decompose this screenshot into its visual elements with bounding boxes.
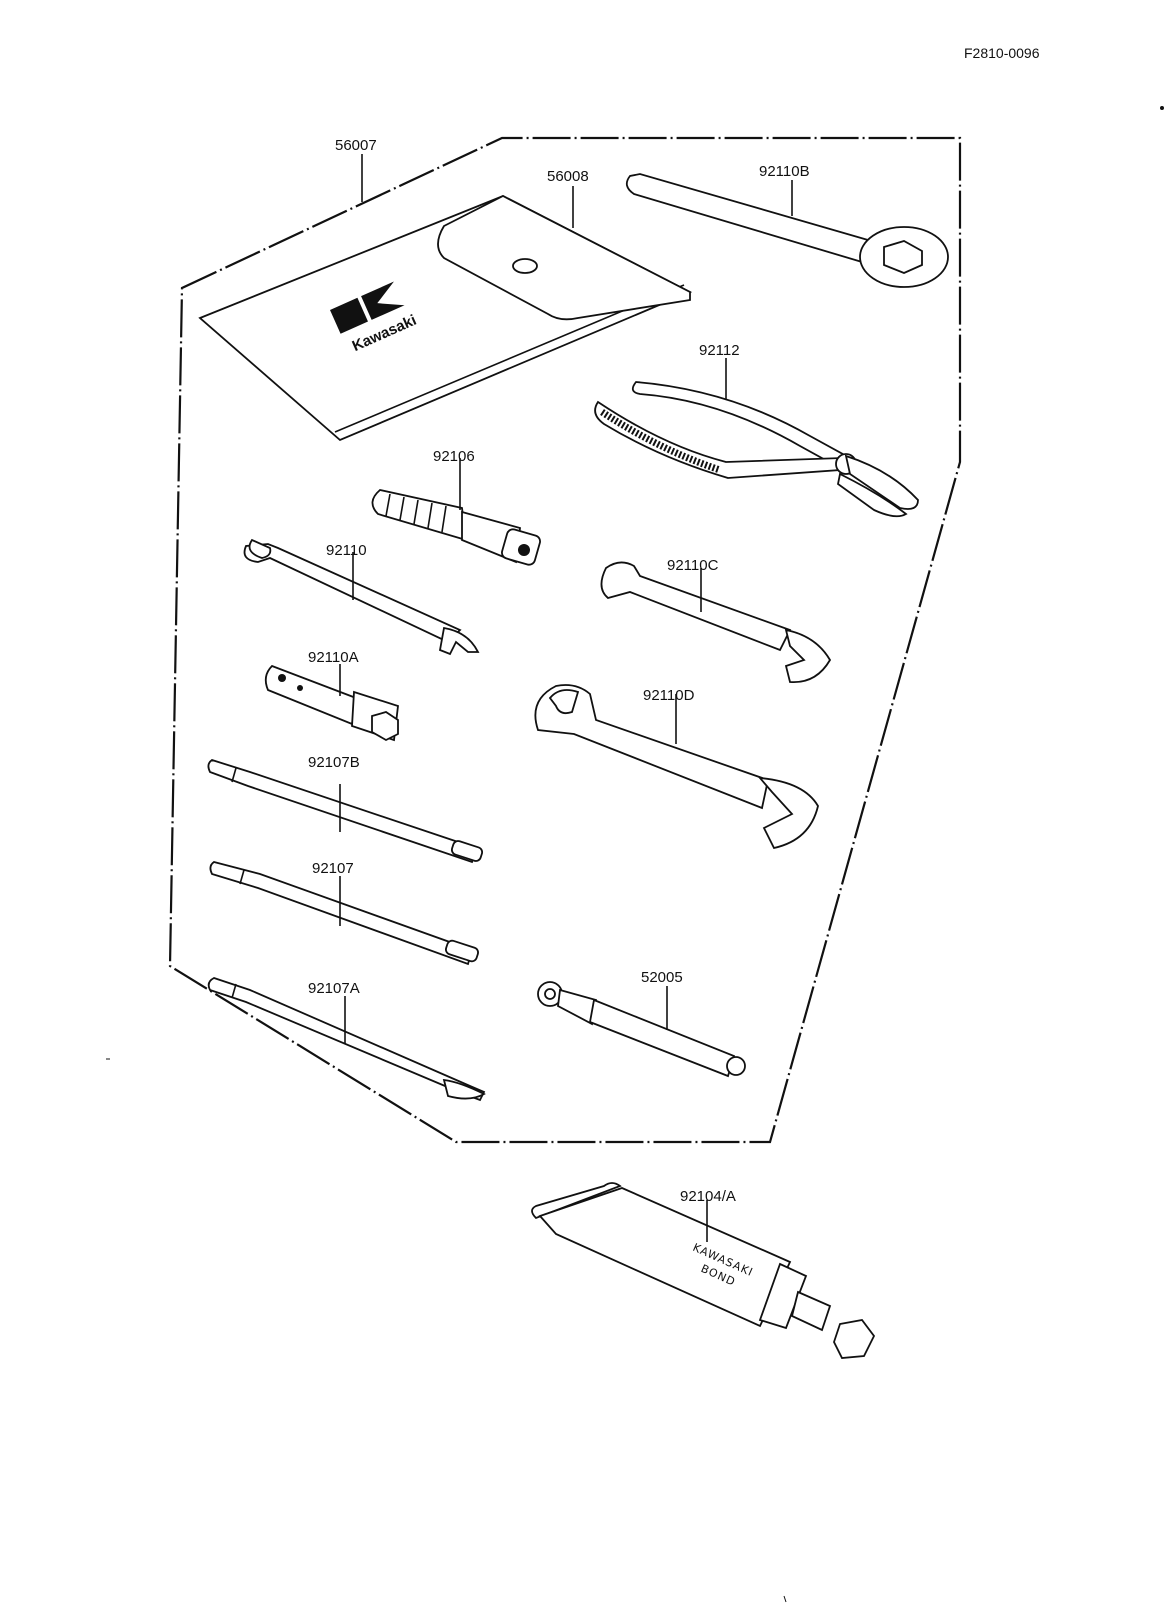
- pliers: [594, 381, 919, 518]
- screwdriver-b: [207, 759, 484, 864]
- label-92107A: 92107A: [308, 980, 360, 997]
- label-92112: 92112: [699, 342, 740, 359]
- tool-kit-outline: [168, 136, 962, 1144]
- label-92110C: 92110C: [667, 557, 719, 574]
- label-92107: 92107: [312, 860, 354, 877]
- label-92104A: 92104/A: [680, 1188, 736, 1205]
- label-52005: 52005: [641, 969, 683, 986]
- spark-plug-wrench: [264, 664, 399, 742]
- label-56008: 56008: [547, 168, 589, 185]
- stray-mark: [1160, 106, 1164, 110]
- screwdriver: [209, 861, 479, 966]
- label-92107B: 92107B: [308, 754, 360, 771]
- label-92110A: 92110A: [308, 649, 359, 666]
- label-92106: 92106: [433, 448, 475, 465]
- label-92110B: 92110B: [759, 163, 810, 180]
- grease-gun-tool: [537, 981, 746, 1078]
- wrench-hex: [625, 173, 949, 288]
- figure-reference: F2810-0096: [964, 45, 1040, 61]
- label-92110: 92110: [326, 542, 367, 559]
- scan-mark: [783, 1595, 787, 1603]
- wrench-open-small: [600, 561, 832, 683]
- tool-bag: Kawasaki: [198, 194, 693, 442]
- label-56007: 56007: [335, 137, 377, 154]
- label-92110D: 92110D: [643, 687, 695, 704]
- bond-tube: KAWASAKI BOND: [531, 1182, 876, 1359]
- handle-extension: [371, 489, 541, 566]
- wrench-open-large: [534, 684, 819, 850]
- screwdriver-a: [207, 977, 486, 1102]
